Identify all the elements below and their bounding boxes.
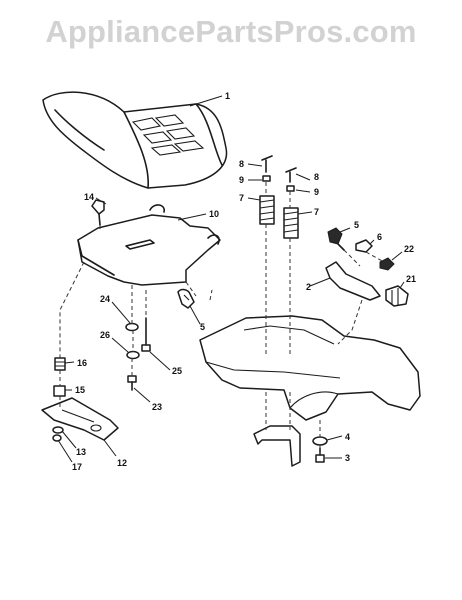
callout-12: 12 [117,458,127,468]
callout-8-right: 8 [314,172,319,182]
callout-25: 25 [172,366,182,376]
bolt-part [141,317,151,352]
callout-3: 3 [345,453,350,463]
callout-4: 4 [345,432,350,442]
clip-part-left [177,288,195,309]
callout-8-left: 8 [239,159,244,169]
washer-part [125,322,139,332]
callout-16: 16 [77,358,87,368]
washer-lower-part [312,436,328,446]
hinge-plate-part [41,397,119,441]
spring-stack-left [259,155,275,225]
callout-7-left: 7 [239,193,244,203]
support-bracket-part [253,425,301,467]
callout-13: 13 [76,447,86,457]
leader-lines [57,95,405,463]
nut-part [52,426,64,434]
callout-23: 23 [152,402,162,412]
callout-14: 14 [84,192,94,202]
spring-stack-right [283,167,299,239]
alignment-lines [59,182,385,455]
callout-22: 22 [404,244,414,254]
callout-7-right: 7 [314,207,319,217]
adjustment-knob-part [385,285,409,307]
callout-15: 15 [75,385,85,395]
spring-part [54,357,66,371]
callout-24: 24 [100,294,110,304]
seat-part [42,91,228,189]
seat-pan-part [77,204,221,286]
callout-1: 1 [225,91,230,101]
callout-26: 26 [100,330,110,340]
callout-10: 10 [209,209,219,219]
callout-17: 17 [72,462,82,472]
callout-9-right: 9 [314,187,319,197]
fender-part [199,315,421,421]
watermark-text: AppliancePartsPros.com [45,14,417,49]
seat-bracket-part [325,261,381,301]
bushing-part [53,385,66,397]
clip-part-right [327,227,345,251]
bolt-lower-part [127,375,137,391]
callout-21: 21 [406,274,416,284]
callout-9-left: 9 [239,175,244,185]
lock-nut-part [379,257,395,271]
callout-5-right: 5 [354,220,359,230]
callout-6: 6 [377,232,382,242]
washer-hinge-part [52,434,62,442]
knob-part [91,199,105,226]
callout-5-left: 5 [200,322,205,332]
washer-small-part [126,350,140,360]
callout-2: 2 [306,282,311,292]
nut-right-part [355,239,373,253]
